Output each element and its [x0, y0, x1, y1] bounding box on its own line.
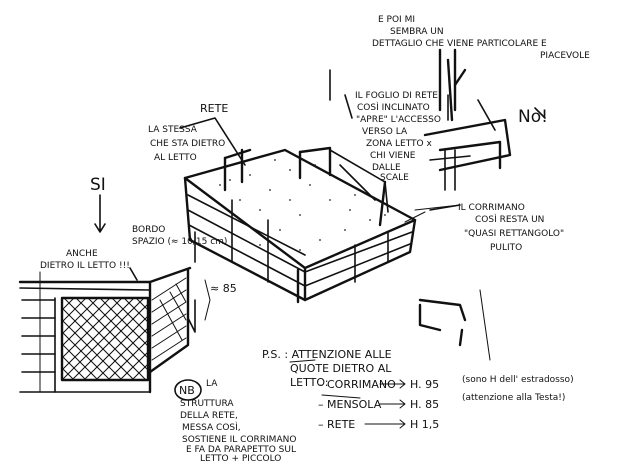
quote-row-value: H. 95	[410, 378, 439, 391]
note-line: COSÌ RESTA UN	[475, 213, 544, 225]
quote-row-label: – MENSOLA	[318, 398, 382, 411]
note-line: SPAZIO (≈ 10/15 cm)	[132, 237, 227, 247]
note-line: E POI MI	[378, 15, 415, 25]
quote-rows: – CORRIMANO H. 95 – MENSOLA H. 85 – RETE…	[318, 378, 439, 431]
quote-row-value: H 1,5	[410, 418, 439, 431]
rete-label: RETE	[200, 102, 228, 115]
quote-row-value: H. 85	[410, 398, 439, 411]
leader-lines	[179, 69, 546, 399]
note-line: CHI VIENE	[370, 151, 416, 161]
note-line: MESSA COSÌ,	[182, 421, 241, 433]
note-line: "APRE" L'ACCESSO	[356, 115, 441, 125]
note-line: P.S. : ATTENZIONE ALLE	[262, 348, 392, 361]
spazio-note: BORDO SPAZIO (≈ 10/15 cm)	[132, 225, 227, 247]
left-detail-drawing	[18, 194, 196, 394]
deck-texture	[219, 159, 386, 256]
note-line: (attenzione alla Testa!)	[462, 393, 565, 403]
note-line: CHE STA DIETRO	[150, 139, 225, 149]
note-line: STRUTTURA	[180, 399, 234, 409]
si-label: SI	[90, 175, 106, 195]
nb-badge: NB	[179, 384, 195, 397]
note-line: "QUASI RETTANGOLO"	[464, 229, 564, 239]
note-line: LETTO:	[290, 376, 329, 389]
note-line: DIETRO IL LETTO !!!	[40, 261, 130, 271]
quote-row-label: – CORRIMANO	[318, 378, 396, 391]
anche-note: ANCHE DIETRO IL LETTO !!!	[40, 249, 130, 271]
note-line: SCALE	[380, 173, 409, 183]
note-line: SEMBRA UN	[390, 27, 444, 37]
nb-note: NB LA STRUTTURA DELLA RETE, MESSA COSÌ, …	[174, 379, 296, 463]
nb-badge-circle	[174, 379, 202, 401]
la-stessa-note: LA STESSA CHE STA DIETRO AL LETTO	[148, 125, 225, 163]
note-line: PULITO	[490, 243, 522, 253]
ps-note: P.S. : ATTENZIONE ALLE QUOTE DIETRO AL L…	[262, 348, 392, 389]
note-line: IL CORRIMANO	[458, 203, 525, 213]
note-line: LETTO + PICCOLO	[200, 454, 281, 463]
corrimano-note: IL CORRIMANO COSÌ RESTA UN "QUASI RETTAN…	[458, 203, 564, 253]
note-line: AL LETTO	[154, 153, 197, 163]
note-line: DETTAGLIO CHE VIENE PARTICOLARE E	[372, 39, 547, 49]
note-line: (sono H dell' estradosso)	[462, 375, 574, 385]
note-line: ZONA LETTO x	[366, 139, 432, 149]
note-line: E FA DA PARAPETTO SUL	[186, 445, 296, 455]
note-line: SOSTIENE IL CORRIMANO	[182, 435, 296, 445]
quote-side-note: (sono H dell' estradosso) (attenzione al…	[462, 375, 574, 403]
no-detail-drawing	[423, 99, 512, 191]
note-line: LA	[206, 379, 218, 389]
note-line: ANCHE	[66, 249, 98, 259]
note-line: BORDO	[132, 225, 165, 235]
quote-row-label: – RETE	[318, 418, 355, 431]
note-line: DALLE	[372, 163, 401, 173]
note-line: QUOTE DIETRO AL	[290, 362, 392, 375]
note-line: LA STESSA	[148, 125, 198, 135]
note-line: IL FOGLIO DI RETE	[355, 91, 438, 101]
bottom-right-detail-drawing	[418, 289, 491, 361]
height-85-label: ≈ 85	[210, 282, 237, 295]
note-line: COSÌ INCLINATO	[357, 101, 430, 113]
note-line: VERSO LA	[362, 127, 408, 137]
note-line: PIACEVOLE	[540, 51, 590, 61]
top-right-detail-drawing	[438, 48, 467, 122]
top-right-note: E POI MI SEMBRA UN DETTAGLIO CHE VIENE P…	[372, 15, 590, 61]
no-label: No!	[518, 107, 548, 127]
foglio-note: IL FOGLIO DI RETE COSÌ INCLINATO "APRE" …	[355, 91, 441, 183]
note-line: DELLA RETE,	[180, 411, 238, 421]
